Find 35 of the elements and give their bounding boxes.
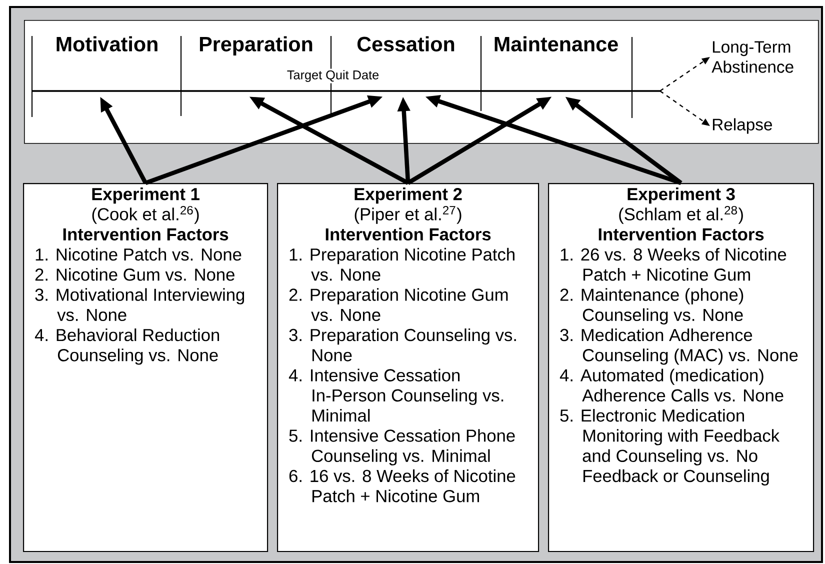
experiment-heading: Experiment 3 <box>628 188 735 204</box>
list-item: 1. 26 vs. 8 Weeks of Nicotine Patch + Nicotine Gum <box>560 248 786 281</box>
experiment-heading: Experiment 1 <box>92 188 200 204</box>
phase-label: Maintenance <box>494 36 618 52</box>
outcome-label: Relapse <box>712 118 772 134</box>
list-item: 2. Preparation Nicotine Gum vs. None <box>289 288 508 322</box>
section-heading: Intervention Factors <box>326 228 491 241</box>
list-item: 1. Preparation Nicotine Patch vs. None <box>290 248 514 281</box>
phase-label: Preparation <box>200 36 312 56</box>
citation: (Cook et al.$^{26}$) <box>92 206 199 224</box>
list-item: 6. 16 vs. 8 Weeks of Nicotine Patch + Nicotine Gum <box>289 469 516 502</box>
citation: (Schlam et al.$^{28}$) <box>619 206 743 224</box>
list-item: 2. Nicotine Gum vs. None <box>35 268 234 281</box>
list-item: 4. Behavioral Reduction Counseling vs. None <box>34 328 220 365</box>
section-heading: Intervention Factors <box>63 228 228 241</box>
experiment-box <box>23 183 268 552</box>
citation: (Piper et al.$^{27}$) <box>354 206 462 224</box>
list-item: 1. Nicotine Patch vs. None <box>36 248 242 261</box>
section-heading: Intervention Factors <box>598 228 764 241</box>
list-item: 5. Intensive Cessation Phone Counseling vs. Minimal <box>289 429 515 466</box>
timeline-panel <box>24 20 819 144</box>
list-item: 3. Medication Adherence Counseling (MAC) vs. None <box>560 328 798 365</box>
experiment-box <box>277 183 540 552</box>
list-item: 3. Motivational Interviewing vs. None <box>35 288 244 322</box>
experiment-heading: Experiment 2 <box>354 188 462 204</box>
phase-label: Cessation <box>357 36 454 52</box>
milestone-label: Target Quit Date <box>286 68 380 84</box>
list-item: 5. Electronic Medication Monitoring with Feedback and Counseling vs. No Feedback or Counseling <box>560 408 780 486</box>
list-item: 4. Automated (medication) Adherence Calls vs. None <box>560 368 784 402</box>
list-item: 2. Maintenance (phone) Counseling vs. None <box>560 288 744 324</box>
list-item: 3. Preparation Counseling vs. None <box>289 328 516 362</box>
outcome-label: Long-Term Abstinence <box>712 41 794 73</box>
phase-label: Motivation <box>56 36 158 52</box>
experiment-box <box>548 183 814 552</box>
list-item: 4. Intensive Cessation In-Person Counseling vs. Minimal <box>288 368 504 422</box>
